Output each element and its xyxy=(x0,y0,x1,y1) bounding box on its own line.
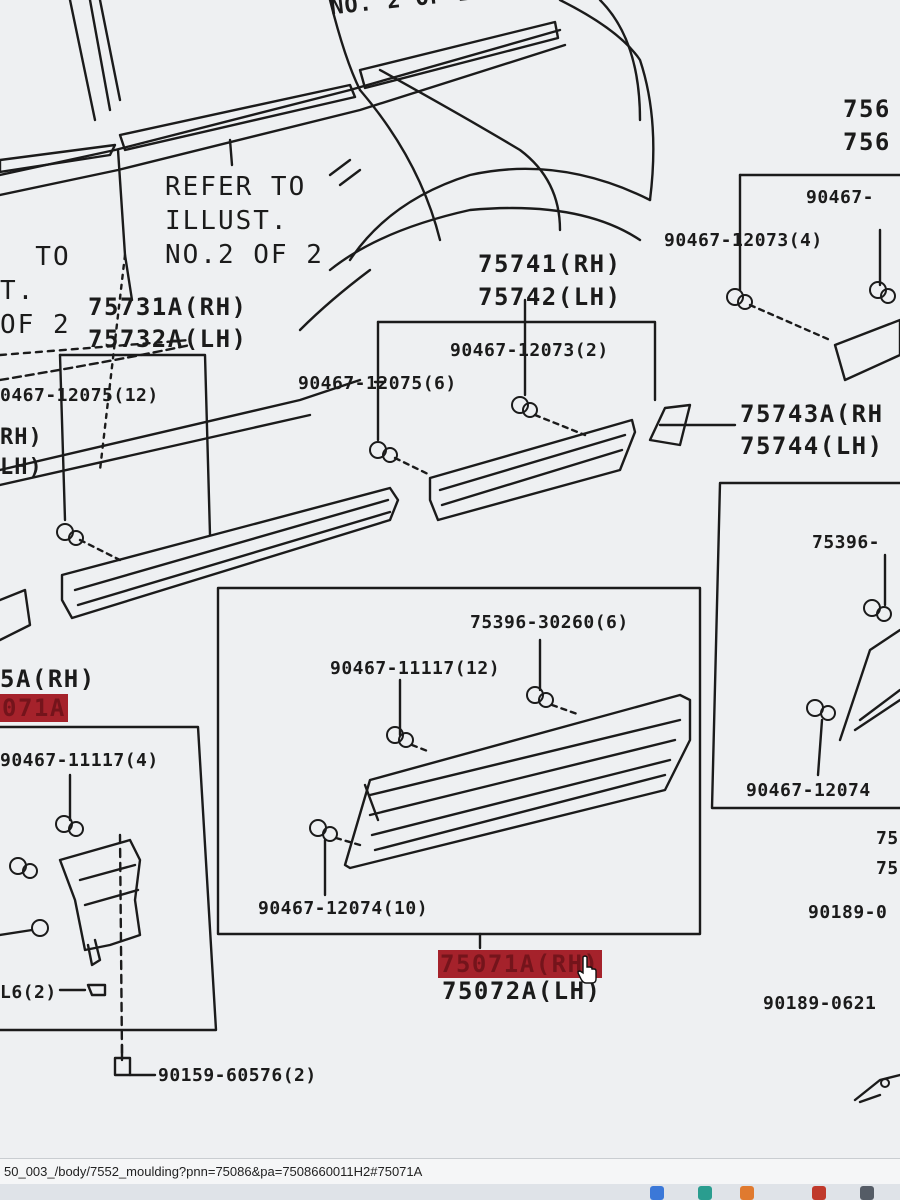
left-refer-note: TO T. OF 2 xyxy=(0,242,71,340)
left-partial-highlighted-text: 071A xyxy=(2,694,66,722)
taskbar xyxy=(0,1184,900,1200)
right-partial-90467: 90467- xyxy=(806,187,875,208)
clip-75396-30260[interactable]: 75396-30260(6) xyxy=(470,612,629,633)
part-number-75741[interactable]: 75741(RH) xyxy=(478,250,622,278)
part-number-75731A[interactable]: 75731A(RH) xyxy=(88,293,248,321)
part-number-75071A-text: 75071A(RH) xyxy=(440,950,600,978)
refer-to-illustration-note: REFER TO ILLUST. NO.2 OF 2 xyxy=(165,172,324,270)
part-number-75742[interactable]: 75742(LH) xyxy=(478,283,622,311)
clip-90467-12075-6[interactable]: 90467-12075(6) xyxy=(298,373,457,394)
left-partial-highlighted[interactable]: 071A xyxy=(0,694,68,722)
right-partial-90189-b: 90189-0621 xyxy=(763,993,877,1014)
partial-lh-label: LH) xyxy=(0,455,43,480)
clip-90467-12073-4[interactable]: 90467-12073(4) xyxy=(664,230,823,251)
taskbar-app-icon[interactable] xyxy=(812,1186,826,1200)
taskbar-app-icon[interactable] xyxy=(740,1186,754,1200)
part-number-75732A[interactable]: 75732A(LH) xyxy=(88,325,248,353)
clip-90467-12075-12[interactable]: 0467-12075(12) xyxy=(0,385,159,406)
left-partial-6-2: L6(2) xyxy=(0,982,57,1003)
part-number-75071A-highlighted[interactable]: 75071A(RH) xyxy=(438,950,602,978)
clip-90467-12073-2[interactable]: 90467-12073(2) xyxy=(450,340,609,361)
part-number-75744[interactable]: 75744(LH) xyxy=(740,432,884,460)
right-partial-75-b: 75 xyxy=(876,858,899,879)
left-partial-5A-rh: 5A(RH) xyxy=(0,665,96,693)
taskbar-app-icon[interactable] xyxy=(698,1186,712,1200)
parts-diagram xyxy=(0,0,900,1104)
browser-status-url: 50_003_/body/7552_moulding?pnn=75086&pa=… xyxy=(0,1158,900,1184)
pointer-cursor-icon xyxy=(577,955,597,984)
right-partial-75-a: 75 xyxy=(876,828,899,849)
bolt-90159-60576[interactable]: 90159-60576(2) xyxy=(158,1065,317,1086)
part-number-75072A[interactable]: 75072A(LH) xyxy=(442,977,602,1005)
right-partial-12074: 90467-12074 xyxy=(746,780,871,801)
right-partial-75396: 75396- xyxy=(812,532,881,553)
clip-90467-11117-4[interactable]: 90467-11117(4) xyxy=(0,750,159,771)
part-number-75743A[interactable]: 75743A(RH xyxy=(740,400,884,428)
partial-rh-label: RH) xyxy=(0,425,43,450)
right-partial-756-b: 756 xyxy=(843,128,891,156)
taskbar-app-icon[interactable] xyxy=(860,1186,874,1200)
clip-90467-12074-10[interactable]: 90467-12074(10) xyxy=(258,898,429,919)
taskbar-app-icon[interactable] xyxy=(650,1186,664,1200)
right-partial-90189-a: 90189-0 xyxy=(808,902,888,923)
clip-90467-11117-12[interactable]: 90467-11117(12) xyxy=(330,658,501,679)
right-partial-756-a: 756 xyxy=(843,95,891,123)
